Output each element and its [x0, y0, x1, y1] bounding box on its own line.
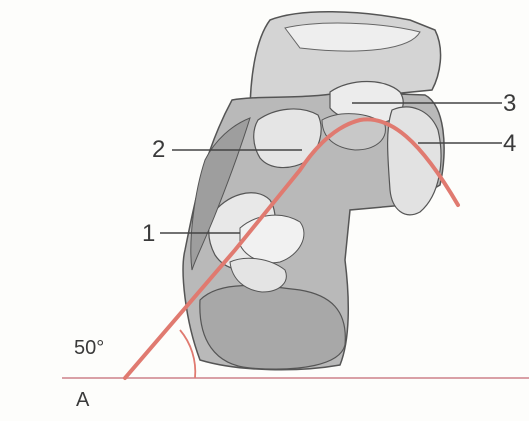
label-4: 4 [503, 132, 516, 156]
label-3: 3 [503, 92, 516, 116]
heel-mass [200, 286, 345, 370]
bone-4-light [388, 107, 441, 215]
label-2: 2 [152, 138, 165, 162]
angle-label: 50° [74, 338, 104, 358]
label-1: 1 [142, 222, 155, 246]
point-a-label: A [76, 390, 89, 410]
